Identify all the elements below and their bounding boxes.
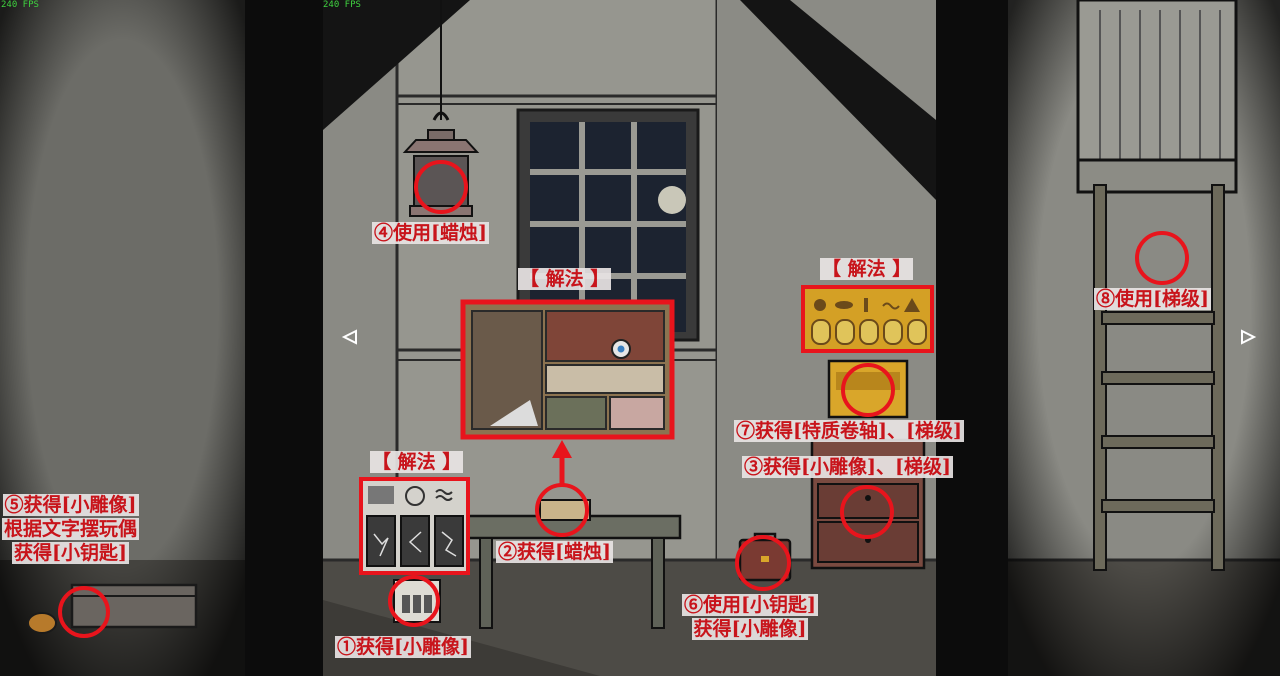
solution-panel-center: [460, 299, 675, 440]
step5-label-line1: ⑤获得[小雕像]: [2, 494, 139, 516]
pumpkin[interactable]: [27, 612, 57, 634]
step1-label: ①获得[小雕像]: [335, 636, 471, 658]
highlight-circle-cabinet: [840, 485, 894, 539]
beam-right: [740, 0, 936, 200]
fps-counter-center: 240 FPS: [323, 0, 361, 10]
highlight-circle-figurine-stand: [388, 575, 440, 627]
fps-counter-left: 240 FPS: [1, 0, 39, 10]
step3-label: ③获得[小雕像]、[梯级]: [742, 456, 953, 478]
solution-panel-right: [801, 285, 934, 353]
right-divider: [936, 0, 1008, 676]
solution-label-right: 【 解法 】: [820, 258, 914, 280]
step5-label-line2: 根据文字摆玩偶: [2, 518, 140, 540]
solution-label-center: 【 解法 】: [518, 268, 612, 290]
highlight-circle-briefcase: [735, 535, 791, 591]
arrow-up-head: [552, 440, 572, 458]
step6-label-line2: 获得[小雕像]: [691, 618, 809, 640]
solution-panel-left: [359, 477, 470, 575]
beam-left: [323, 0, 470, 130]
highlight-circle-ladder: [1135, 231, 1189, 285]
triangle-left-icon[interactable]: [341, 329, 357, 345]
small-box[interactable]: [70, 583, 198, 629]
step6-label-line1: ⑥使用[小钥匙]: [682, 594, 818, 616]
golden-chest[interactable]: [827, 359, 909, 419]
highlight-circle-chest: [841, 363, 895, 417]
highlight-circle-box: [58, 586, 110, 638]
solution-label-left: 【 解法 】: [370, 451, 464, 473]
attic-hatch: [1076, 0, 1238, 194]
step6-label-group: ⑥使用[小钥匙] 获得[小雕像]: [682, 594, 818, 640]
step2-label: ②获得[蜡烛]: [496, 541, 613, 563]
step5-label-line3: 获得[小钥匙]: [12, 542, 129, 564]
candle-item[interactable]: [539, 499, 591, 521]
ladder[interactable]: [1093, 184, 1225, 571]
triangle-right-icon[interactable]: [1241, 329, 1257, 345]
left-divider: [245, 0, 323, 676]
bench: [464, 514, 682, 629]
highlight-circle-lantern: [414, 160, 468, 214]
step4-label: ④使用[蜡烛]: [372, 222, 489, 244]
step7-label: ⑦获得[特质卷轴]、[梯级]: [734, 420, 964, 442]
left-room-panel: [0, 0, 245, 676]
step8-label: ⑧使用[梯级]: [1094, 288, 1211, 310]
step5-label-group: ⑤获得[小雕像] 根据文字摆玩偶 获得[小钥匙]: [2, 494, 140, 564]
